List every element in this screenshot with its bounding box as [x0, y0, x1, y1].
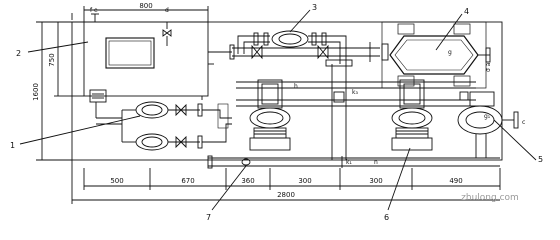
leader-6 — [387, 147, 411, 211]
pump-station-drawing: 800 750 1600 500 670 360 300 300 490 280… — [10, 2, 543, 222]
tank-lug — [453, 75, 471, 87]
label-k3: k₃ — [352, 89, 358, 96]
dim-top-text: 800 — [139, 2, 152, 10]
label-c: c — [522, 119, 525, 126]
flow-meter-icon — [271, 30, 309, 48]
pipe — [202, 109, 232, 119]
pipe — [340, 35, 347, 64]
dim-height-text: 1600 — [32, 83, 40, 101]
label-sigma-a: σ a — [485, 62, 492, 72]
pipe — [202, 123, 232, 143]
callout-3: 3 — [312, 3, 317, 12]
vessel-top — [469, 91, 495, 107]
valve-icon — [251, 44, 263, 60]
label-fe: f e — [90, 7, 98, 14]
valve-box — [333, 91, 345, 103]
dim-seg-5: 490 — [449, 177, 462, 185]
cabinet-screen — [108, 40, 152, 66]
pressure-tank-icon — [389, 35, 479, 75]
label-h: h — [294, 83, 298, 90]
label-n: n — [374, 159, 378, 166]
leader-2 — [27, 41, 89, 53]
dim-seg-3: 300 — [298, 177, 311, 185]
flange — [325, 59, 353, 67]
valve-d-icon — [162, 29, 172, 37]
valve-icon — [175, 135, 187, 149]
flange — [485, 47, 491, 63]
pressure-tank-inner — [394, 39, 474, 71]
label-d: d — [165, 7, 169, 14]
equipment-frame — [71, 21, 503, 161]
pipe-elbow — [217, 103, 229, 129]
pump-motor-inner — [403, 83, 421, 105]
pump-foot — [391, 137, 433, 151]
pump-base — [253, 127, 287, 139]
pump-a-icon — [135, 101, 169, 119]
callout-1: 1 — [10, 141, 15, 150]
leader-4 — [435, 13, 463, 51]
dim-seg-1: 670 — [181, 177, 194, 185]
pump-impeller-icon — [249, 107, 291, 129]
label-k1: k₁ — [346, 159, 352, 166]
flange — [321, 32, 327, 46]
valve-icon — [317, 44, 329, 60]
leader-7 — [211, 165, 247, 211]
leader-5 — [493, 119, 537, 161]
pump-a-core — [141, 104, 163, 116]
dim-box-text: 750 — [48, 53, 56, 66]
pump-b-icon — [135, 133, 169, 151]
pump-base — [395, 127, 429, 139]
callout-5: 5 — [538, 155, 543, 164]
callout-7: 7 — [206, 213, 211, 222]
pump-impeller-core — [398, 111, 426, 125]
pipe — [334, 41, 341, 64]
pump-motor-inner — [261, 83, 279, 105]
pump-foot — [249, 137, 291, 151]
flange — [229, 44, 235, 60]
dim-seg-2: 360 — [241, 177, 254, 185]
pipe — [243, 41, 250, 54]
pump-impeller-core — [256, 111, 284, 125]
callout-2: 2 — [16, 49, 21, 58]
valve-icon — [175, 103, 187, 117]
callout-6: 6 — [384, 213, 389, 222]
dim-seg-4: 300 — [369, 177, 382, 185]
pump-impeller-icon — [391, 107, 433, 129]
control-cabinet — [83, 21, 209, 97]
flange — [253, 32, 259, 46]
label-g1: g₁ — [484, 113, 491, 120]
dim-seg-0: 500 — [110, 177, 123, 185]
flange — [513, 111, 519, 129]
dim-overall-text: 2800 — [277, 191, 295, 199]
flow-meter-core — [278, 33, 302, 45]
flange — [311, 32, 317, 46]
tank-lug — [397, 23, 415, 35]
tank-lug — [397, 75, 415, 87]
flange — [381, 43, 389, 61]
diagram-canvas: 800 750 1600 500 670 360 300 300 490 280… — [10, 2, 543, 222]
leader-3 — [289, 9, 311, 33]
vessel-icon — [457, 105, 503, 135]
gauge-icon — [241, 158, 251, 166]
label-g: g — [448, 49, 452, 56]
pump-b-core — [141, 136, 163, 148]
tank-lug — [453, 23, 471, 35]
gauge-box — [459, 91, 469, 101]
motor-box — [89, 89, 107, 103]
cabinet-panel — [105, 37, 155, 69]
callout-4: 4 — [464, 7, 469, 16]
flange — [263, 32, 269, 46]
tank-frame — [381, 21, 487, 89]
leader-1 — [19, 115, 141, 145]
watermark-text: zhulong.com — [461, 193, 519, 203]
flange — [207, 155, 213, 169]
